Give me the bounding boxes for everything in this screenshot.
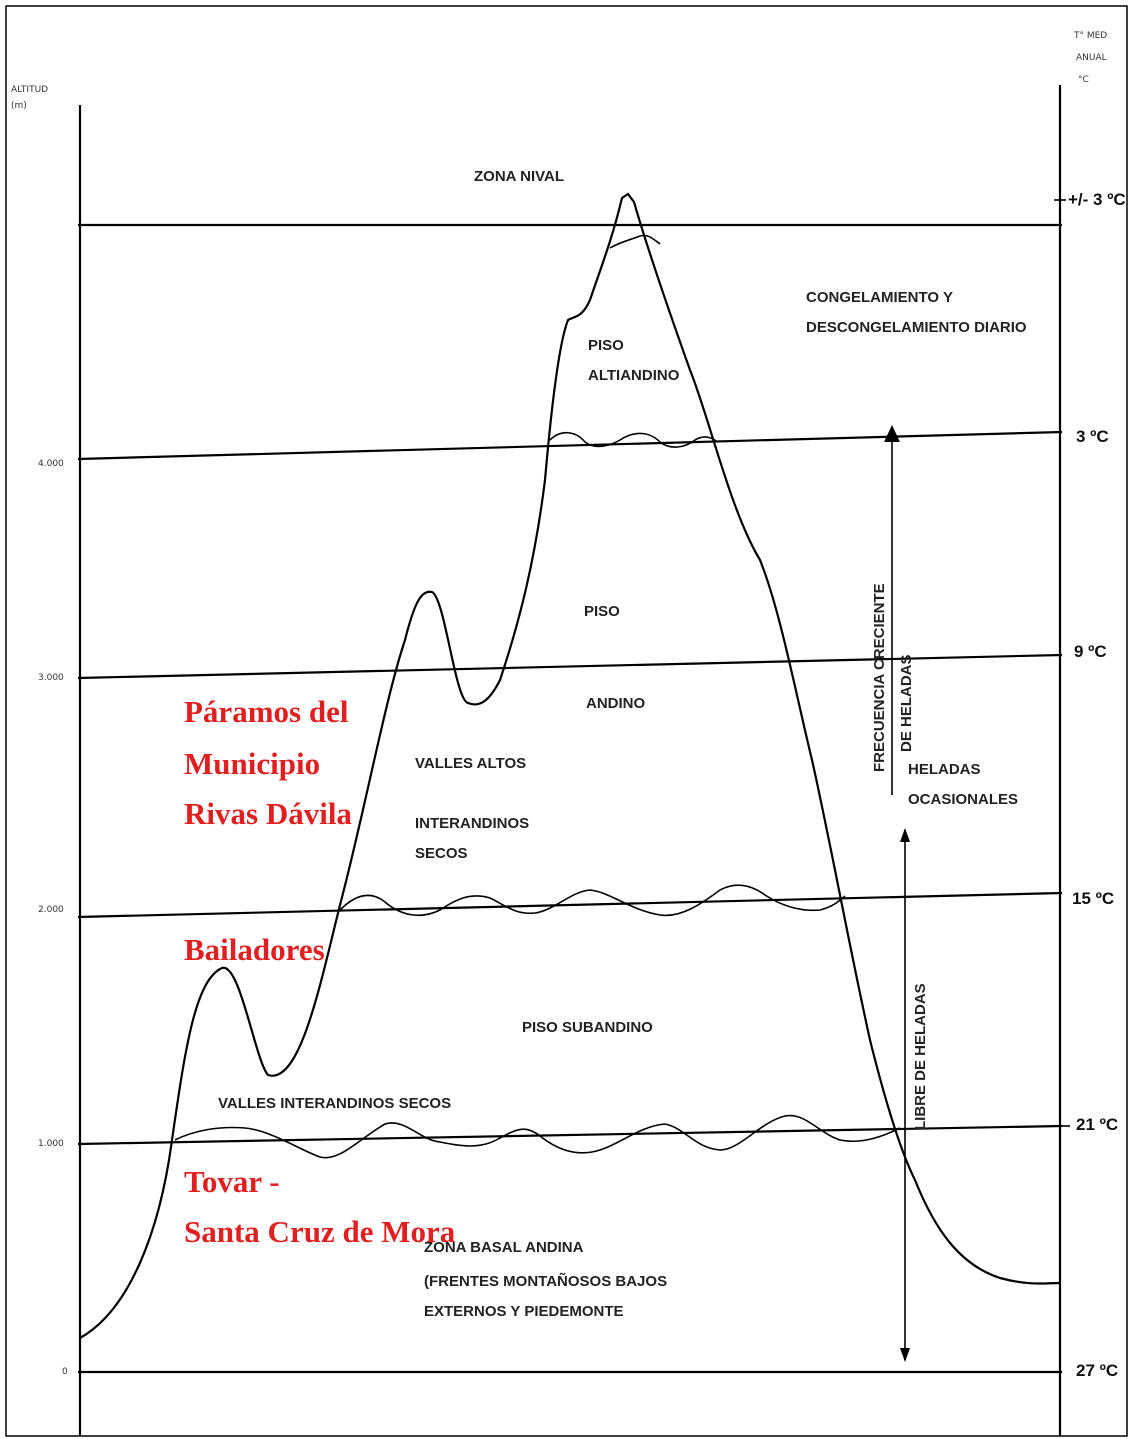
- place-tovar-1: Tovar -: [184, 1164, 280, 1199]
- snow-line-detail: [609, 234, 661, 249]
- zone-label-freeze-1: CONGELAMIENTO Y: [806, 289, 953, 306]
- frost-label-frecuencia-1: FRECUENCIA CRECIENTE: [871, 583, 888, 772]
- arrowhead-down-small: [900, 1348, 910, 1362]
- place-paramos-3: Rivas Dávila: [184, 796, 352, 831]
- left-axis-title-2: (m): [11, 101, 27, 111]
- arrowhead-up: [884, 425, 900, 442]
- frame-border: [5, 5, 1128, 1437]
- mountain-profile: [79, 192, 1061, 1339]
- belt-boundary-subandino-lower: [174, 1114, 901, 1159]
- zone-label-altiandino-1: PISO: [588, 337, 624, 354]
- zone-label-andino-1: PISO: [584, 603, 620, 620]
- belt-boundary-altiandino: [549, 431, 719, 448]
- left-tick-0: 0: [62, 1367, 68, 1377]
- arrowhead-up-small: [900, 828, 910, 842]
- zone-label-altiandino-2: ALTIANDINO: [588, 367, 680, 384]
- place-bailadores: Bailadores: [184, 932, 325, 967]
- left-axis-title-1: ALTITUD: [11, 85, 48, 95]
- zone-label-freeze-2: DESCONGELAMIENTO DIARIO: [806, 319, 1027, 336]
- temp-label: 21 ºC: [1076, 1115, 1118, 1134]
- temp-label: 27 ºC: [1076, 1361, 1118, 1380]
- zone-label-andino-2: ANDINO: [586, 695, 645, 712]
- right-axis-title-1: T° MED: [1073, 31, 1107, 41]
- isotherm-line-15c: [77, 891, 1063, 919]
- zone-label-valles-altos-2: INTERANDINOS: [415, 815, 529, 832]
- belt-boundary-andino-lower: [339, 884, 846, 917]
- temp-label: +/- 3 ºC: [1068, 190, 1126, 209]
- right-axis-title-3: °C: [1078, 75, 1089, 85]
- zone-label-basal-3: EXTERNOS Y PIEDEMONTE: [424, 1303, 624, 1320]
- zone-label-subandino: PISO SUBANDINO: [522, 1019, 653, 1036]
- place-paramos-1: Páramos del: [184, 694, 349, 729]
- left-tick-2000: 2.000: [38, 905, 64, 915]
- temp-label: 3 ºC: [1076, 427, 1109, 446]
- frost-label-heladas-2: OCASIONALES: [908, 791, 1018, 808]
- zone-label-nival: ZONA NIVAL: [474, 168, 564, 185]
- left-tick-1000: 1.000: [38, 1139, 64, 1149]
- frost-label-frecuencia-2: DE HELADAS: [898, 654, 915, 752]
- isotherm-line-9c: [77, 653, 1063, 680]
- place-tovar-2: Santa Cruz de Mora: [184, 1214, 456, 1249]
- place-paramos-2: Municipio: [184, 746, 320, 781]
- zone-label-valles-altos-3: SECOS: [415, 845, 468, 862]
- temp-label: 9 ºC: [1074, 642, 1107, 661]
- zone-label-basal-2: (FRENTES MONTAÑOSOS BAJOS: [424, 1272, 667, 1290]
- zone-label-valles-secos: VALLES INTERANDINOS SECOS: [218, 1095, 451, 1112]
- zone-label-valles-altos-1: VALLES ALTOS: [415, 755, 526, 772]
- zone-label-basal-1: ZONA BASAL ANDINA: [424, 1239, 584, 1256]
- right-axis-title-2: ANUAL: [1076, 53, 1107, 63]
- isotherm-line-3c: [77, 430, 1063, 461]
- frost-label-libre: LIBRE DE HELADAS: [912, 983, 929, 1130]
- left-tick-4000: 4.000: [38, 459, 64, 469]
- left-tick-3000: 3.000: [38, 673, 64, 683]
- temp-label: 15 ºC: [1072, 889, 1114, 908]
- frost-label-heladas-1: HELADAS: [908, 761, 981, 778]
